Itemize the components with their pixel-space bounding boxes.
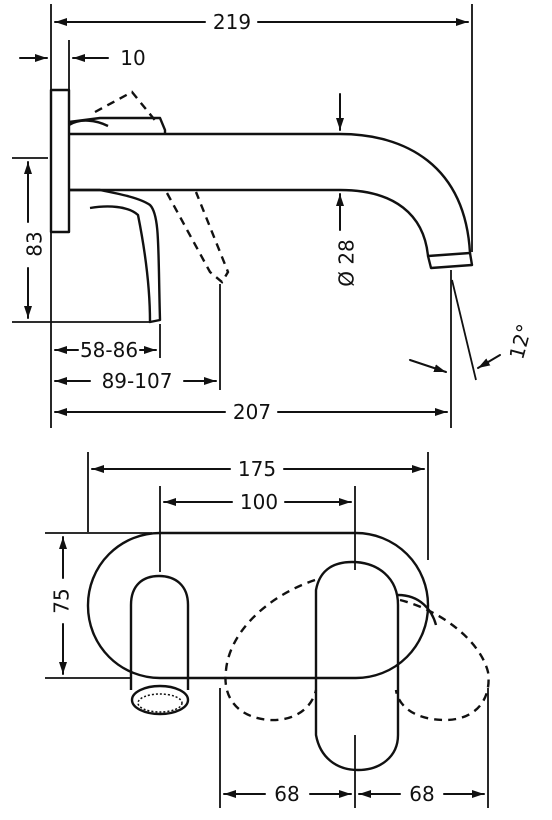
front-view: 175 100 75 68 68 <box>45 452 490 808</box>
spout-outlet <box>426 252 474 270</box>
dim-spout-projection: 207 <box>233 400 271 424</box>
lever-hub-inner <box>68 119 109 128</box>
dim-spout-diameter: Ø 28 <box>335 239 359 287</box>
dim-center-distance: 100 <box>240 490 278 514</box>
front-plate <box>86 531 430 680</box>
lever-dashed-swing <box>165 191 230 284</box>
wall-plate <box>49 88 71 234</box>
ext-line-angle <box>451 279 477 381</box>
dim-lever-swing-left: 68 <box>274 782 299 806</box>
front-lever-hub <box>397 593 438 626</box>
front-lever-swing-right <box>394 598 490 722</box>
front-spout-outlet-inner <box>137 693 183 713</box>
dim-overall-length: 219 <box>213 10 251 34</box>
dim-lever-range-b: 89-107 <box>102 369 173 393</box>
side-view: 219 10 83 58-86 89-107 207 Ø 28 12° <box>12 4 537 428</box>
dim-lever-range-a: 58-86 <box>80 338 138 362</box>
front-lever-swing-left <box>224 578 318 722</box>
spout <box>69 132 472 258</box>
dim-plate-height: 75 <box>50 588 74 613</box>
lever-dashed-up <box>94 90 159 125</box>
dim-line-angle-right <box>477 354 501 369</box>
dim-lever-swing-right: 68 <box>409 782 434 806</box>
dim-outlet-angle: 12° <box>504 321 536 361</box>
front-spout <box>129 574 190 690</box>
front-lever <box>314 560 400 772</box>
dim-plate-thickness: 10 <box>120 46 145 70</box>
front-spout-outlet <box>130 684 190 716</box>
dim-plate-width: 175 <box>238 457 276 481</box>
lever-hub <box>68 116 167 134</box>
dim-height: 83 <box>23 231 47 256</box>
dim-line-angle-left <box>409 359 447 373</box>
lever-body <box>69 188 162 324</box>
